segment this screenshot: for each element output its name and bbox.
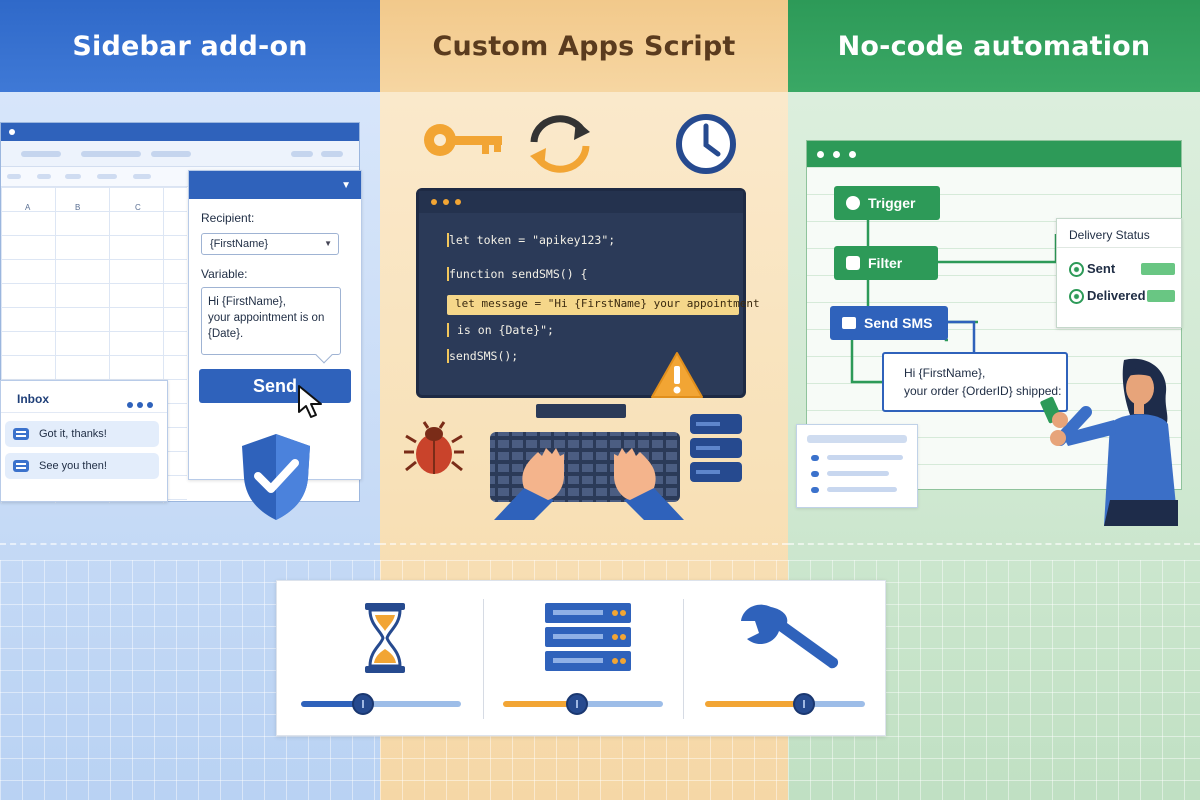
column-header: B bbox=[75, 203, 81, 212]
sheet-toolbar bbox=[1, 141, 359, 167]
status-item-delivered: Delivered bbox=[1069, 288, 1146, 304]
flow-node-trigger[interactable]: Trigger bbox=[834, 186, 940, 220]
lightbulb-icon bbox=[846, 196, 860, 210]
inbox-message[interactable]: See you then! bbox=[5, 453, 159, 479]
panel-header: No-code automation bbox=[788, 0, 1200, 92]
code-line[interactable]: function sendSMS() { bbox=[449, 267, 588, 281]
message-icon bbox=[13, 428, 29, 440]
filter-icon bbox=[846, 256, 860, 270]
hourglass-icon bbox=[365, 603, 405, 673]
panel-header: Custom Apps Script bbox=[380, 0, 788, 92]
slider-fill bbox=[301, 701, 363, 707]
panel-title: Sidebar add-on bbox=[72, 30, 308, 62]
status-bar bbox=[1141, 263, 1175, 275]
message-icon bbox=[13, 460, 29, 472]
shield-check-icon bbox=[242, 434, 310, 520]
sync-icon bbox=[530, 115, 590, 173]
flow-node-send-sms[interactable]: Send SMS bbox=[830, 306, 948, 340]
slider-control[interactable] bbox=[503, 693, 663, 715]
message-line: your appointment is on bbox=[208, 312, 325, 324]
person-with-phone-icon bbox=[1040, 358, 1178, 526]
code-editor: let token = "apikey123"; function sendSM… bbox=[416, 188, 760, 398]
slider-fill bbox=[705, 701, 804, 707]
recipient-select[interactable]: {FirstName} ▼ bbox=[201, 233, 339, 255]
code-line[interactable]: sendSMS(); bbox=[449, 349, 519, 363]
column-header: C bbox=[135, 203, 141, 212]
inbox-widget: Inbox Got it, thanks! See you then! bbox=[0, 380, 168, 502]
wrench-icon bbox=[741, 604, 839, 669]
inbox-title: Inbox bbox=[17, 392, 49, 406]
chevron-down-icon: ▼ bbox=[324, 239, 332, 248]
code-line[interactable]: let token = "apikey123"; bbox=[449, 233, 616, 247]
panel-title: Custom Apps Script bbox=[432, 30, 736, 62]
chevron-down-icon[interactable]: ▼ bbox=[341, 180, 351, 191]
delivery-status-card: Delivery Status Sent Delivered bbox=[1056, 218, 1182, 328]
slider-knob[interactable] bbox=[793, 693, 815, 715]
message-textarea[interactable]: Hi {FirstName}, your appointment is on {… bbox=[201, 287, 341, 364]
message-icon bbox=[842, 317, 856, 329]
no-code-panel: No-code automation Trigger Filter Send S… bbox=[788, 0, 1200, 800]
slider-ease[interactable] bbox=[301, 693, 461, 715]
column-header: A bbox=[25, 203, 31, 212]
message-text: Got it, thanks! bbox=[39, 428, 107, 440]
variable-label: Variable: bbox=[201, 267, 248, 281]
sms-line: your order {OrderID} shipped: bbox=[904, 384, 1062, 398]
recipient-value: {FirstName} bbox=[210, 238, 269, 250]
sms-preview: Hi {FirstName}, your order {OrderID} shi… bbox=[882, 352, 1068, 412]
flow-node-filter[interactable]: Filter bbox=[834, 246, 938, 280]
slider-fill bbox=[503, 701, 577, 707]
sms-line: Hi {FirstName}, bbox=[904, 366, 986, 380]
comparison-card bbox=[276, 580, 886, 736]
code-line-highlighted[interactable]: let message = "Hi {FirstName} your appoi… bbox=[455, 297, 760, 310]
slider-knob[interactable] bbox=[566, 693, 588, 715]
status-title: Delivery Status bbox=[1069, 228, 1150, 242]
addon-sidebar: ▼ Recipient: {FirstName} ▼ Variable: Hi … bbox=[188, 170, 362, 480]
sidebar-addon-panel: Sidebar add-on A B C ▼ Recipient: {First… bbox=[0, 0, 380, 800]
panel-title: No-code automation bbox=[837, 30, 1151, 62]
more-icon[interactable] bbox=[123, 395, 153, 413]
status-item-sent: Sent bbox=[1069, 261, 1115, 277]
key-icon bbox=[424, 124, 502, 156]
inbox-message[interactable]: Got it, thanks! bbox=[5, 421, 159, 447]
panel-header: Sidebar add-on bbox=[0, 0, 380, 92]
typing-hands-icon bbox=[494, 448, 684, 520]
warning-icon bbox=[651, 352, 703, 398]
slider-maintenance[interactable] bbox=[705, 693, 865, 715]
message-text: See you then! bbox=[39, 460, 107, 472]
mouse-cursor-icon bbox=[298, 385, 322, 418]
document-card bbox=[796, 424, 918, 508]
message-line: Hi {FirstName}, bbox=[208, 296, 286, 308]
status-bar bbox=[1147, 290, 1175, 302]
server-icon bbox=[545, 603, 631, 671]
send-button[interactable]: Send bbox=[199, 369, 351, 403]
recipient-label: Recipient: bbox=[201, 211, 255, 225]
database-icon bbox=[690, 414, 742, 482]
message-line: {Date}. bbox=[208, 328, 244, 340]
bug-icon bbox=[404, 421, 464, 474]
code-line[interactable]: is on {Date}"; bbox=[457, 323, 554, 337]
clock-icon bbox=[676, 114, 736, 174]
slider-knob[interactable] bbox=[352, 693, 374, 715]
